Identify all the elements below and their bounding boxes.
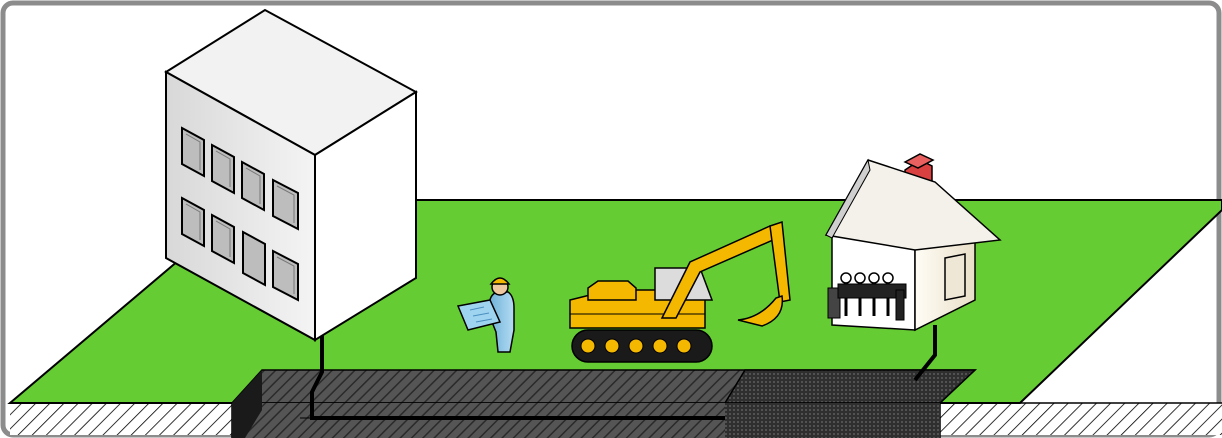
utility-trench [232,370,975,438]
